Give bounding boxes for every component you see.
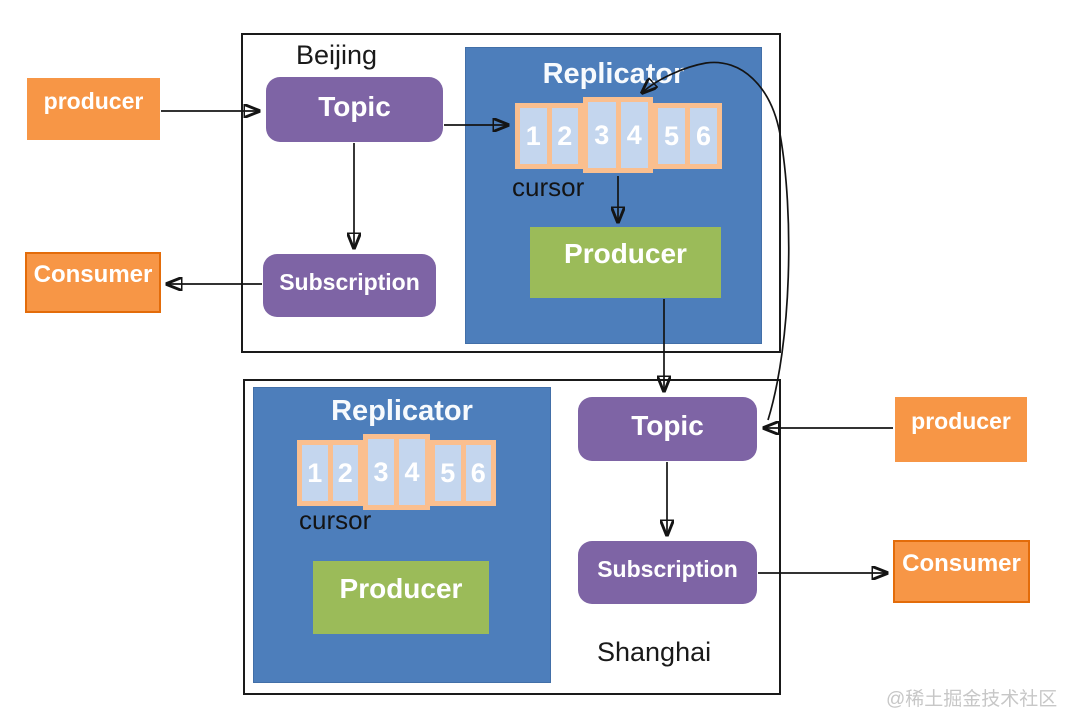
- beijing-segment-group-1: 1 2: [515, 103, 583, 169]
- beijing-external-consumer-node: Consumer: [25, 252, 161, 313]
- shanghai-subscription-node: Subscription: [578, 541, 757, 604]
- shanghai-segment-group-3: 5 6: [430, 440, 496, 506]
- shanghai-external-consumer-node: Consumer: [893, 540, 1030, 603]
- beijing-replicator-title: Replicator: [542, 58, 685, 90]
- beijing-region-label: Beijing: [296, 40, 378, 70]
- shanghai-segment-3: 3: [368, 439, 394, 505]
- shanghai-segment-group-1: 1 2: [297, 440, 363, 506]
- beijing-cursor-label: cursor: [512, 172, 585, 202]
- beijing-replicator-panel: [465, 47, 762, 344]
- beijing-segment-group-2: 3 4: [583, 97, 653, 173]
- beijing-subscription-node: Subscription: [263, 254, 436, 317]
- shanghai-region-box: [243, 379, 781, 695]
- shanghai-replicator-producer-node: Producer: [313, 561, 489, 634]
- shanghai-replicator-panel: [253, 387, 551, 683]
- shanghai-segment-group-2: 3 4: [363, 434, 430, 510]
- shanghai-segment-1: 1: [302, 445, 328, 501]
- watermark: @稀土掘金技术社区: [886, 689, 1058, 710]
- shanghai-segment-6: 6: [465, 445, 491, 501]
- beijing-external-producer-node: producer: [27, 78, 160, 140]
- beijing-segment-6: 6: [690, 108, 717, 164]
- shanghai-topic-node: Topic: [578, 397, 757, 461]
- shanghai-segment-2: 2: [332, 445, 358, 501]
- beijing-replicator-producer-node: Producer: [530, 227, 721, 298]
- beijing-segment-3: 3: [588, 102, 616, 168]
- beijing-segment-4: 4: [620, 102, 648, 168]
- shanghai-region-label: Shanghai: [597, 637, 712, 667]
- shanghai-external-producer-node: producer: [895, 397, 1027, 462]
- beijing-segment-2: 2: [551, 108, 578, 164]
- shanghai-segment-5: 5: [435, 445, 461, 501]
- beijing-topic-node: Topic: [266, 77, 443, 142]
- shanghai-replicator-title: Replicator: [331, 395, 473, 427]
- beijing-segment-5: 5: [658, 108, 685, 164]
- beijing-segment-1: 1: [520, 108, 547, 164]
- shanghai-cursor-label: cursor: [299, 505, 372, 535]
- shanghai-segment-4: 4: [399, 439, 425, 505]
- beijing-segment-group-3: 5 6: [653, 103, 722, 169]
